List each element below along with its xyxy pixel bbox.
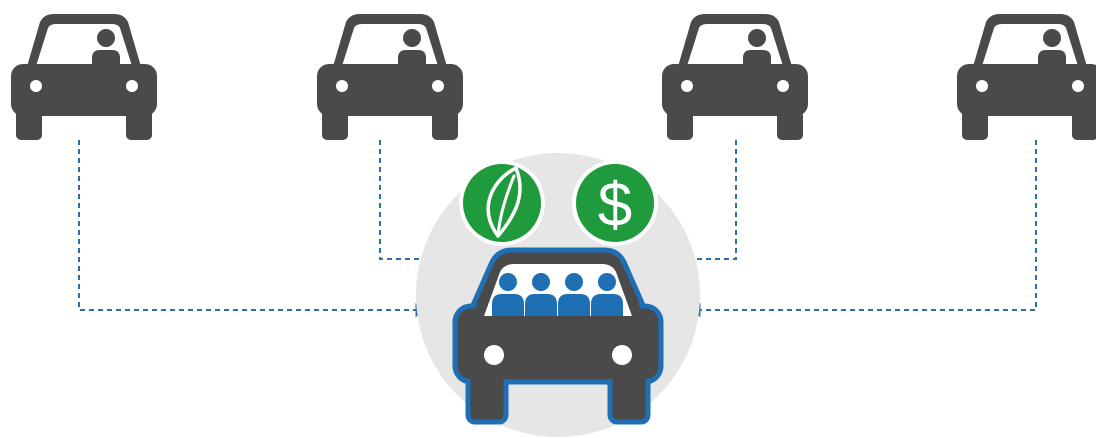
car-with-driver-icon	[11, 14, 157, 140]
headlight-right	[612, 345, 632, 365]
single-car-3	[662, 14, 808, 140]
dollar-symbol: $	[598, 171, 632, 240]
leaf-icon	[459, 160, 545, 246]
car-with-driver-icon	[317, 14, 463, 140]
single-car-2	[317, 14, 463, 140]
connector-car-4	[686, 140, 1037, 317]
single-car-1	[11, 14, 157, 140]
car-with-driver-icon	[957, 14, 1096, 140]
car-with-driver-icon	[662, 14, 808, 140]
dollar-icon: $	[572, 160, 658, 246]
passengers	[492, 273, 623, 316]
headlight-left	[484, 345, 504, 365]
connector-car-1	[78, 140, 430, 317]
single-car-4	[957, 14, 1096, 140]
carpool-car-icon	[452, 247, 664, 425]
